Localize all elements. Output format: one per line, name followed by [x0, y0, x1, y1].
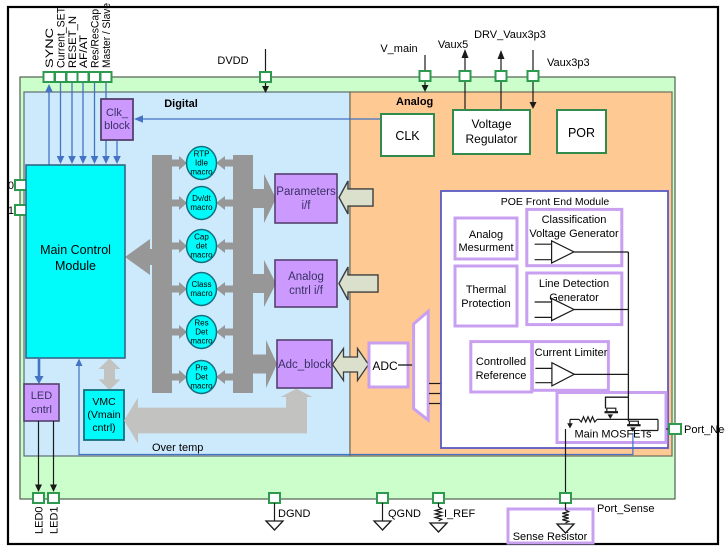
svg-text:cntrl): cntrl)	[92, 422, 115, 434]
svg-text:Adc_block: Adc_block	[278, 359, 331, 371]
svg-text:Digital: Digital	[164, 98, 198, 110]
svg-text:det: det	[196, 242, 208, 251]
svg-text:Protection: Protection	[461, 298, 511, 310]
svg-text:Controlled: Controlled	[476, 356, 526, 368]
svg-text:block: block	[104, 120, 130, 132]
svg-text:Det: Det	[195, 373, 208, 382]
svg-text:Cap: Cap	[194, 233, 209, 242]
svg-text:Reference: Reference	[476, 370, 527, 382]
svg-text:Port_Sense: Port_Sense	[597, 503, 654, 515]
svg-text:macro: macro	[190, 289, 213, 298]
svg-text:Dv/dt: Dv/dt	[192, 194, 211, 203]
svg-text:LED1: LED1	[49, 506, 61, 534]
svg-text:Det: Det	[195, 328, 208, 337]
svg-text:macro: macro	[190, 251, 213, 260]
svg-text:macro: macro	[190, 382, 213, 391]
svg-text:i/f: i/f	[302, 200, 312, 212]
svg-text:Vaux5: Vaux5	[438, 39, 468, 51]
svg-text:Line Detection: Line Detection	[539, 278, 609, 290]
svg-text:QGND: QGND	[388, 508, 421, 520]
svg-text:SYNC: SYNC	[44, 28, 56, 68]
svg-text:Analog: Analog	[469, 229, 503, 241]
svg-text:I_REF: I_REF	[444, 508, 475, 520]
svg-text:Generator: Generator	[549, 292, 599, 304]
svg-text:(Vmain: (Vmain	[87, 409, 120, 421]
svg-text:Master / Slave: Master / Slave	[101, 3, 113, 68]
svg-text:Main Control: Main Control	[40, 243, 111, 257]
svg-text:POR: POR	[568, 126, 595, 140]
svg-text:Analog: Analog	[396, 96, 433, 108]
svg-text:RTP: RTP	[194, 150, 210, 159]
svg-text:Module: Module	[55, 259, 96, 273]
svg-text:Sense Resistor: Sense Resistor	[513, 531, 588, 543]
svg-text:VMC: VMC	[92, 396, 116, 408]
svg-text:macro: macro	[190, 168, 213, 177]
svg-text:Res/ResCap: Res/ResCap	[90, 9, 102, 68]
svg-text:DVDD: DVDD	[217, 55, 248, 67]
svg-text:LED0: LED0	[34, 506, 46, 534]
svg-text:cntrl: cntrl	[31, 404, 52, 416]
svg-text:Voltage Generator: Voltage Generator	[529, 228, 619, 240]
svg-text:Port_Neg: Port_Neg	[684, 424, 725, 436]
svg-text:Idle: Idle	[195, 159, 208, 168]
svg-text:Current Limiter: Current Limiter	[535, 347, 608, 359]
svg-text:DRV_Vaux3p3: DRV_Vaux3p3	[474, 29, 546, 41]
svg-text:Mesurment: Mesurment	[458, 242, 513, 254]
svg-text:POE Front End Module: POE Front End Module	[501, 196, 610, 208]
svg-text:ADC: ADC	[372, 359, 398, 373]
svg-text:RESET_N: RESET_N	[67, 16, 79, 68]
svg-text:Over temp: Over temp	[152, 442, 203, 454]
svg-text:1: 1	[8, 205, 14, 217]
svg-text:Vaux3p3: Vaux3p3	[547, 57, 590, 69]
svg-text:DGND: DGND	[278, 508, 310, 520]
svg-text:Thermal: Thermal	[466, 284, 506, 296]
svg-text:Clk_: Clk_	[106, 107, 129, 119]
svg-text:Regulator: Regulator	[465, 132, 517, 146]
svg-text:macro: macro	[190, 337, 213, 346]
svg-text:Class: Class	[191, 280, 211, 289]
svg-text:Current_SET: Current_SET	[56, 7, 68, 68]
svg-text:Main MOSFETs: Main MOSFETs	[574, 429, 652, 441]
svg-text:CLK: CLK	[395, 129, 420, 143]
svg-text:Res: Res	[194, 319, 208, 328]
svg-text:Parameters: Parameters	[276, 186, 336, 198]
svg-text:macro: macro	[190, 203, 213, 212]
svg-text:0: 0	[8, 180, 14, 192]
svg-text:Pre: Pre	[195, 364, 208, 373]
svg-text:LED: LED	[31, 390, 52, 402]
svg-text:AF/AT: AF/AT	[78, 35, 90, 68]
svg-text:Analog: Analog	[288, 271, 324, 283]
svg-text:V_main: V_main	[380, 43, 417, 55]
svg-text:Classification: Classification	[542, 214, 607, 226]
svg-text:cntrl i/f: cntrl i/f	[289, 285, 324, 297]
svg-text:Voltage: Voltage	[471, 117, 511, 131]
